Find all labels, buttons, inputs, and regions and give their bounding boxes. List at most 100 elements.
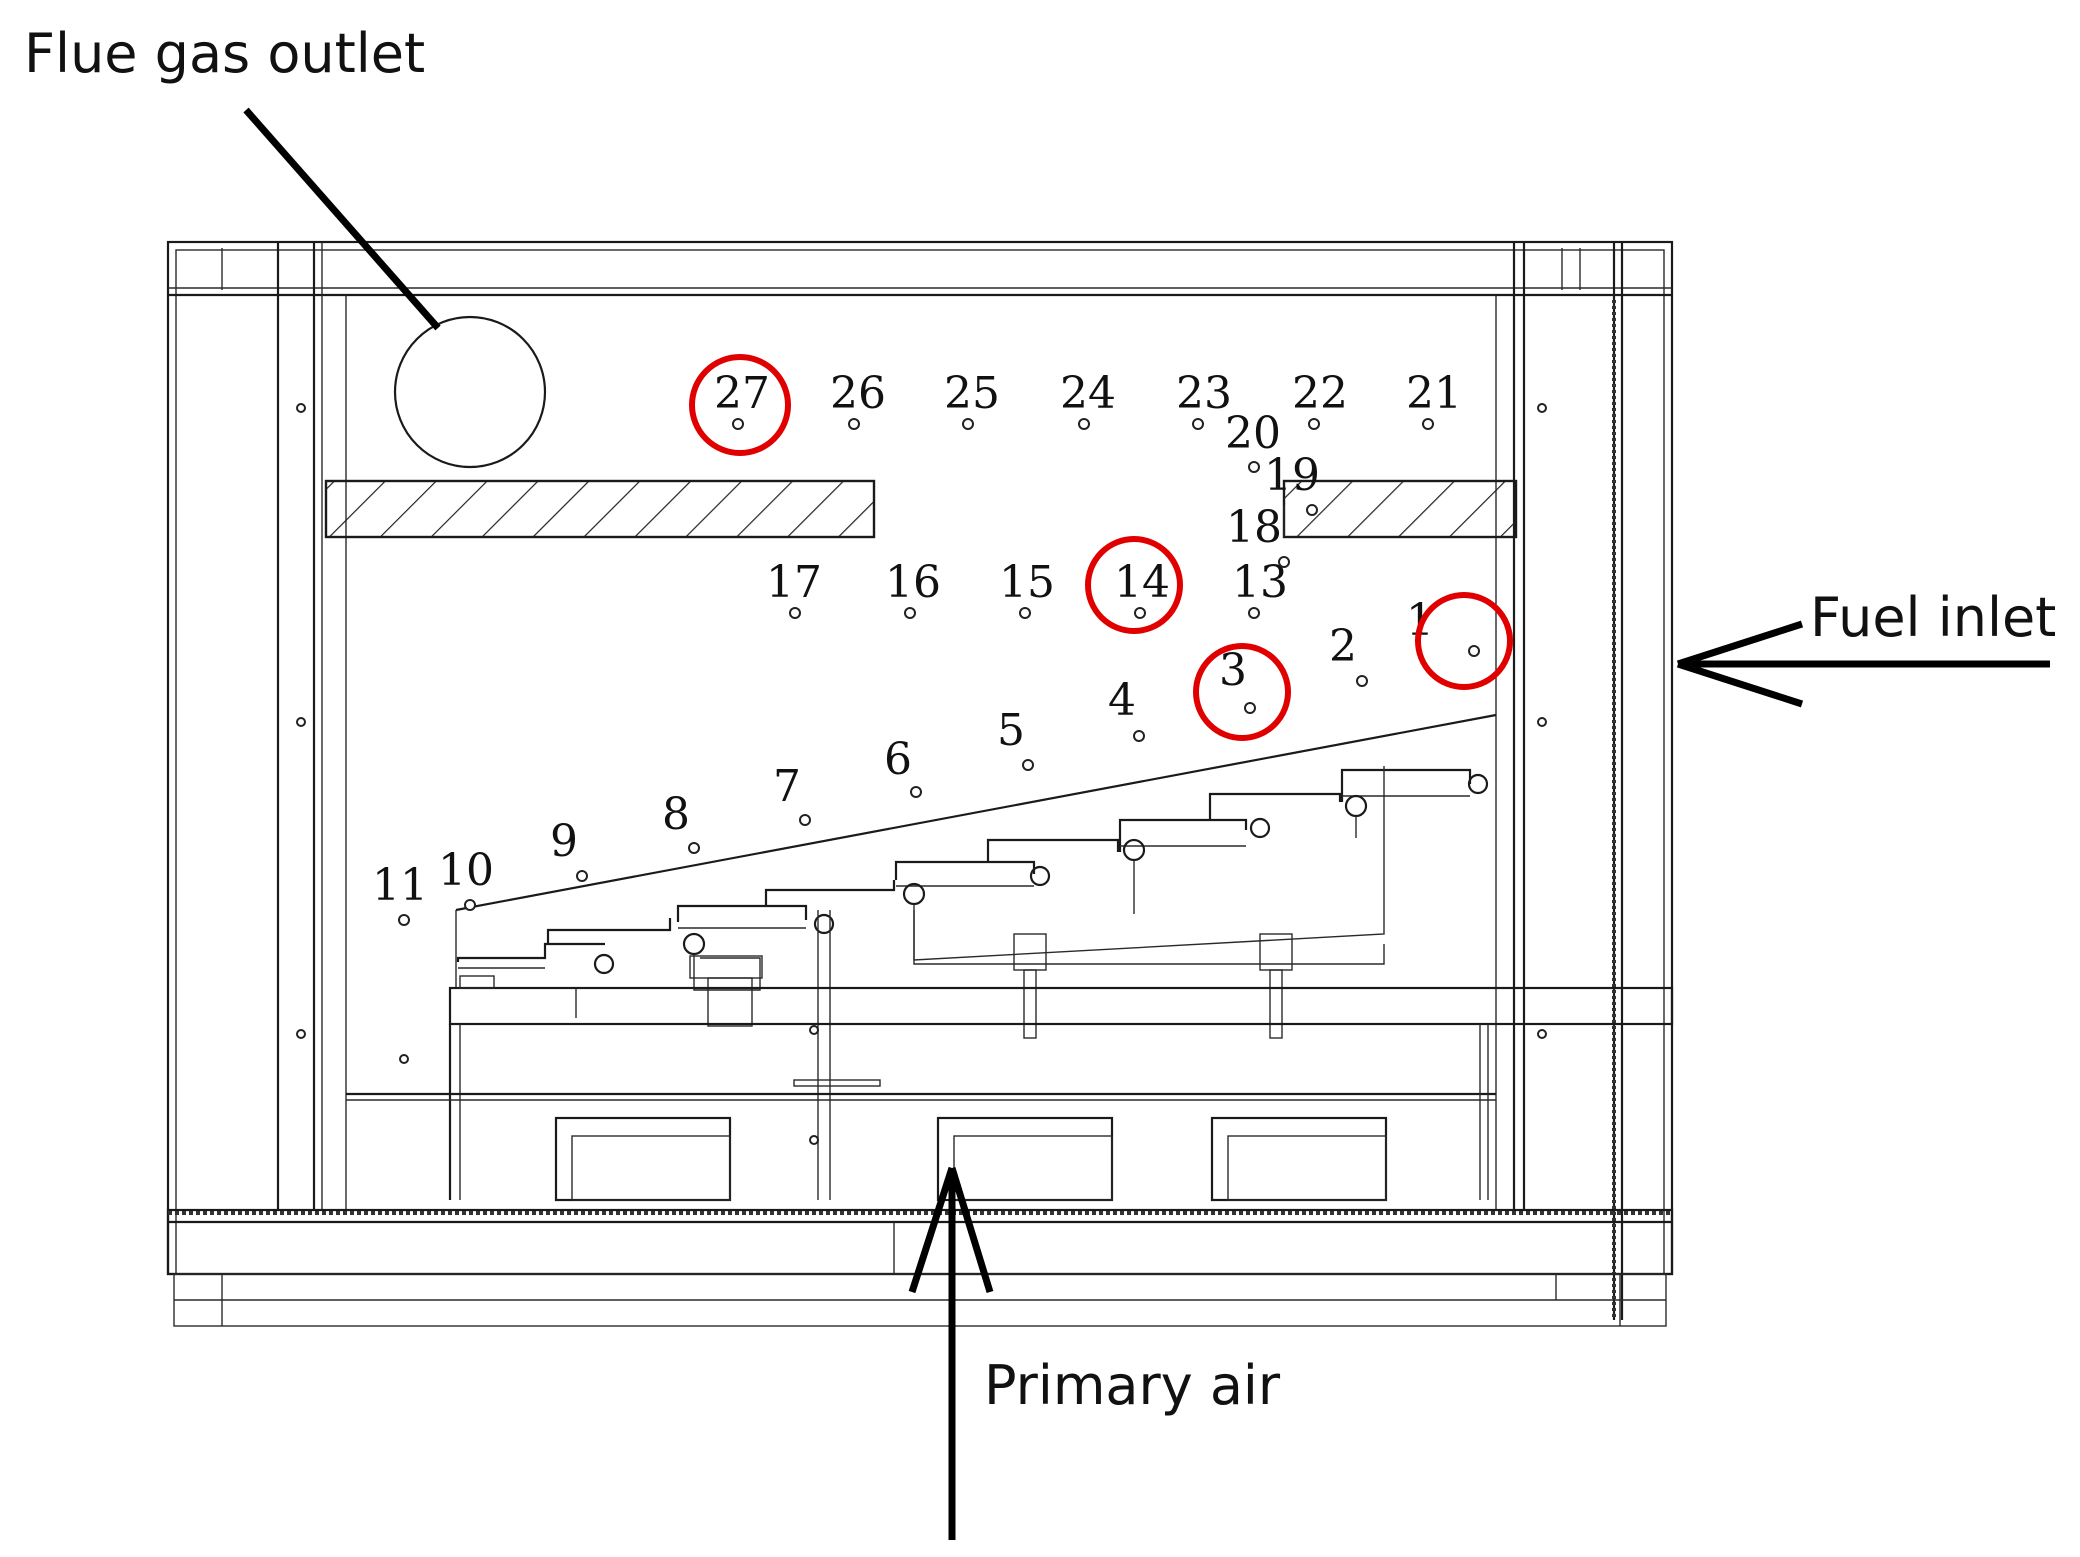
air-box-left [554,1116,732,1202]
stepped-grate [455,713,1497,1200]
measurement-point-24: 24 [1060,368,1116,430]
point-label-19: 19 [1264,450,1320,501]
point-label-26: 26 [830,368,886,419]
point-label-13: 13 [1232,557,1288,608]
point-marker-19 [1306,504,1318,516]
measurement-point-2: 2 [1329,621,1368,687]
measurement-point-7: 7 [773,761,811,826]
point-label-20: 20 [1225,408,1281,459]
measurement-point-13: 13 [1232,557,1288,619]
point-label-9: 9 [550,816,578,867]
point-label-17: 17 [766,557,822,608]
point-label-27: 27 [714,368,770,419]
point-marker-6 [910,786,922,798]
air-box-right [1210,1116,1388,1202]
point-marker-2 [1356,675,1368,687]
measurement-point-18: 18 [1226,502,1290,568]
air-box-middle [936,1116,1114,1202]
point-label-11: 11 [372,860,428,911]
point-marker-9 [576,870,588,882]
point-label-16: 16 [885,557,941,608]
point-marker-5 [1022,759,1034,771]
boiler-casing [166,240,1674,1327]
point-label-3: 3 [1219,645,1247,696]
right-baffle [1282,479,1518,539]
point-label-22: 22 [1292,368,1348,419]
measurement-point-21: 21 [1406,368,1462,430]
measurement-point-16: 16 [885,557,941,619]
measurement-point-14: 14 [1085,536,1183,634]
baffles [324,479,1518,539]
measurement-point-11: 11 [372,860,428,926]
point-label-15: 15 [999,557,1055,608]
point-marker-20 [1248,461,1260,473]
point-label-24: 24 [1060,368,1116,419]
measurement-point-6: 6 [884,734,922,798]
measurement-point-25: 25 [944,368,1000,430]
measurement-point-5: 5 [997,705,1034,771]
point-marker-13 [1248,607,1260,619]
measurement-point-19: 19 [1264,450,1320,516]
point-label-2: 2 [1329,621,1357,672]
fuel-inlet-arrowhead-top [1676,620,1804,668]
fuel-inlet-callout: Fuel inlet [1676,586,2056,708]
measurement-point-20: 20 [1225,408,1281,473]
point-marker-14 [1134,607,1146,619]
point-label-18: 18 [1226,502,1282,553]
measurement-point-4: 4 [1108,675,1145,742]
measurement-point-22: 22 [1292,368,1348,430]
primary-air-label: Primary air [984,1354,1281,1417]
point-marker-21 [1422,418,1434,430]
measurement-point-26: 26 [830,368,886,430]
flue-gas-outlet-callout: Flue gas outlet [24,22,441,331]
measurement-point-17: 17 [766,557,822,619]
point-label-8: 8 [662,789,690,840]
point-marker-3 [1244,702,1256,714]
point-label-23: 23 [1176,368,1232,419]
point-marker-22 [1308,418,1320,430]
fuel-inlet-label: Fuel inlet [1810,586,2056,649]
measurement-point-1: 1 [1406,592,1513,690]
point-marker-17 [789,607,801,619]
primary-air-arrowhead-left [908,1166,956,1294]
measurement-point-10: 10 [438,845,494,911]
point-label-14: 14 [1114,557,1170,608]
point-marker-23 [1192,418,1204,430]
point-marker-27 [732,418,744,430]
measurement-point-9: 9 [550,816,588,882]
highlight-ring-14 [1085,536,1183,634]
point-marker-10 [464,899,476,911]
flue-gas-outlet-opening [393,315,547,469]
measurement-point-27: 27 [689,354,791,456]
point-marker-26 [848,418,860,430]
highlight-ring-27 [689,354,791,456]
point-label-4: 4 [1108,675,1136,726]
primary-air-arrowhead-right [948,1166,994,1294]
point-marker-7 [799,814,811,826]
point-label-5: 5 [997,705,1025,756]
flue-gas-pointer-line [243,107,441,331]
point-label-7: 7 [773,761,801,812]
point-marker-15 [1019,607,1031,619]
point-label-6: 6 [884,734,912,785]
point-label-21: 21 [1406,368,1462,419]
point-marker-25 [962,418,974,430]
measurement-point-15: 15 [999,557,1055,619]
highlight-ring-1 [1415,592,1513,690]
measurement-points: 1234567891011131415161718192021222324252… [372,354,1513,926]
point-marker-24 [1078,418,1090,430]
measurement-point-23: 23 [1176,368,1232,430]
left-baffle [324,479,876,539]
point-marker-11 [398,914,410,926]
point-marker-16 [904,607,916,619]
highlight-ring-3 [1193,643,1291,741]
fuel-inlet-arrowhead-bottom [1676,660,1804,708]
point-marker-8 [688,842,700,854]
point-marker-4 [1133,730,1145,742]
primary-air-callout: Primary air [908,1166,1281,1540]
measurement-point-8: 8 [662,789,700,854]
flue-gas-outlet-label: Flue gas outlet [24,22,425,85]
measurement-point-3: 3 [1193,643,1291,741]
point-marker-1 [1468,645,1480,657]
